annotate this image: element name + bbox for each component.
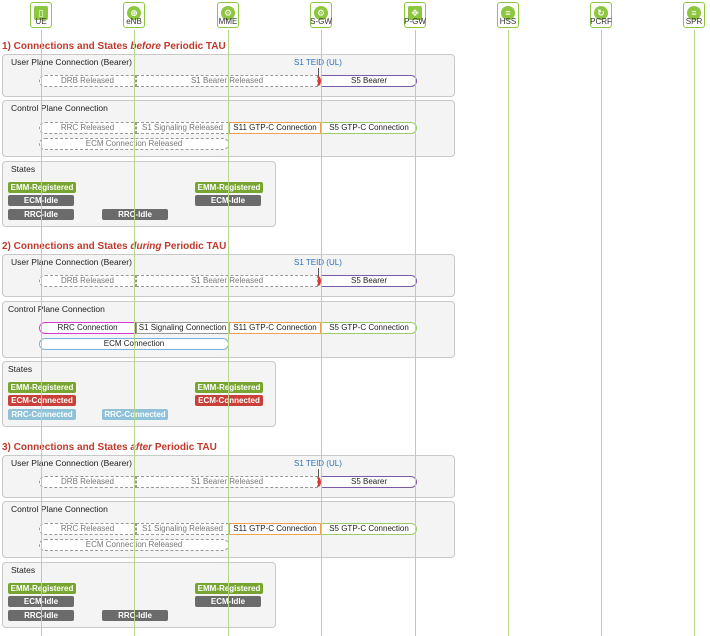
rrc-bar: RRC Connection (39, 322, 136, 334)
s5-bearer-bar: S5 Bearer (321, 75, 417, 87)
ue-emm-state: EMM-Registered (8, 583, 76, 594)
lifeline-mme (228, 30, 229, 636)
s5-gtpc-bar: S5 GTP-C Connection (321, 523, 417, 535)
s11-bar: S11 GTP-C Connection (229, 523, 321, 535)
ue-ecm-state: ECM-Connected (8, 395, 76, 406)
node-label-hss: HSS (499, 17, 517, 26)
ue-emm-state: EMM-Registered (8, 382, 76, 393)
s1-bearer-bar: S1 Bearer Released (136, 275, 318, 287)
s5-bearer-bar: S5 Bearer (321, 476, 417, 488)
node-label-mme: MME (218, 17, 238, 26)
panel-title: User Plane Connection (Bearer) (11, 458, 132, 468)
node-label-sgw: S-GW (310, 17, 332, 26)
rrc-bar: RRC Released (39, 122, 136, 134)
s1-signaling-bar: S1 Signaling Connection (136, 322, 229, 334)
panel-title: Control Plane Connection (8, 304, 105, 314)
pgw-icon: ✥ (404, 2, 426, 28)
ue-rrc-state: RRC-Connected (8, 409, 76, 420)
enb-rrc-state: RRC-Idle (102, 610, 168, 621)
teid-label: S1 TEID (UL) (294, 258, 342, 267)
s1-signaling-bar: S1 Signaling Released (136, 523, 229, 535)
section-title: 3) Connections and States after Periodic… (2, 442, 217, 453)
s11-bar: S11 GTP-C Connection (229, 122, 321, 134)
panel-title: User Plane Connection (Bearer) (11, 257, 132, 267)
lifeline-pgw (415, 30, 416, 636)
rrc-bar: RRC Released (39, 523, 136, 535)
lifeline-hss (508, 30, 509, 636)
s5-gtpc-bar: S5 GTP-C Connection (321, 122, 417, 134)
panel-title: States (11, 565, 36, 575)
lifeline-spr (694, 30, 695, 636)
lifeline-enb (134, 30, 135, 636)
teid-marker-icon (315, 477, 321, 487)
s5-bearer-bar: S5 Bearer (321, 275, 417, 287)
s1-bearer-bar: S1 Bearer Released (136, 476, 318, 488)
s11-bar: S11 GTP-C Connection (229, 322, 321, 334)
enb-rrc-state: RRC-Connected (102, 409, 168, 420)
section-title: 2) Connections and States during Periodi… (2, 241, 227, 252)
mme-emm-state: EMM-Registered (195, 583, 263, 594)
s5-gtpc-bar: S5 GTP-C Connection (321, 322, 417, 334)
node-label-enb: eNB (126, 17, 142, 26)
teid-marker-icon (315, 76, 321, 86)
teid-label: S1 TEID (UL) (294, 58, 342, 67)
teid-arrow-icon (318, 469, 319, 481)
teid-arrow-icon (318, 68, 319, 80)
mme-emm-state: EMM-Registered (195, 182, 263, 193)
drb-bar: DRB Released (39, 75, 136, 87)
spr-icon: ≡ (683, 2, 705, 28)
section-title: 1) Connections and States before Periodi… (2, 41, 226, 52)
panel-title: States (11, 164, 36, 174)
drb-bar: DRB Released (39, 476, 136, 488)
panel-title: Control Plane Connection (11, 504, 108, 514)
node-label-spr: SPR (685, 17, 703, 26)
panel-title: States (8, 364, 33, 374)
states-panel: States EMM-Registered ECM-Idle RRC-Idle … (2, 161, 276, 227)
teid-marker-icon (315, 276, 321, 286)
node-label-ue: UE (35, 17, 47, 26)
enb-icon: ⊕ (123, 2, 145, 28)
lifeline-ue (41, 30, 42, 636)
ue-icon: ▯ (30, 2, 52, 28)
teid-arrow-icon (318, 268, 319, 280)
node-label-pgw: P-GW (404, 17, 426, 26)
panel-title: Control Plane Connection (11, 103, 108, 113)
panel-title: User Plane Connection (Bearer) (11, 57, 132, 67)
s1-bearer-bar: S1 Bearer Released (136, 75, 318, 87)
enb-rrc-state: RRC-Idle (102, 209, 168, 220)
teid-label: S1 TEID (UL) (294, 459, 342, 468)
sgw-icon: ⚙ (310, 2, 332, 28)
hss-icon: ≡ (497, 2, 519, 28)
states-panel: States EMM-Registered ECM-Connected RRC-… (2, 361, 276, 427)
drb-bar: DRB Released (39, 275, 136, 287)
lifeline-pcrf (601, 30, 602, 636)
mme-ecm-state: ECM-Connected (195, 395, 263, 406)
pcrf-icon: ↻ (590, 2, 612, 28)
mme-icon: ⚙ (217, 2, 239, 28)
ue-emm-state: EMM-Registered (8, 182, 76, 193)
lifeline-sgw (321, 30, 322, 636)
states-panel: States EMM-Registered ECM-Idle RRC-Idle … (2, 562, 276, 628)
mme-emm-state: EMM-Registered (195, 382, 263, 393)
s1-signaling-bar: S1 Signaling Released (136, 122, 229, 134)
node-label-pcrf: PCRF (590, 17, 612, 26)
